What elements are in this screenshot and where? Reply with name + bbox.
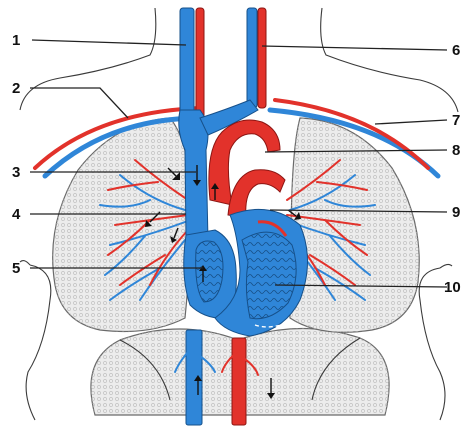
callout-2: 2 — [12, 80, 20, 97]
callout-3: 3 — [12, 164, 20, 181]
left-callouts: 1 2 3 4 5 — [12, 32, 21, 277]
callout-10: 10 — [444, 279, 461, 296]
right-jugular-vein — [247, 8, 257, 108]
callout-1: 1 — [12, 32, 20, 49]
right-callouts: 6 7 8 9 10 — [444, 42, 461, 296]
jugular-vein — [180, 8, 194, 118]
neck-vessels — [180, 8, 266, 118]
callout-9: 9 — [452, 204, 460, 221]
callout-8: 8 — [452, 142, 460, 159]
left-carotid — [196, 8, 204, 118]
callout-4: 4 — [12, 206, 21, 223]
right-carotid — [258, 8, 266, 108]
callout-6: 6 — [452, 42, 460, 59]
callout-7: 7 — [452, 112, 460, 129]
callout-5: 5 — [12, 260, 20, 277]
